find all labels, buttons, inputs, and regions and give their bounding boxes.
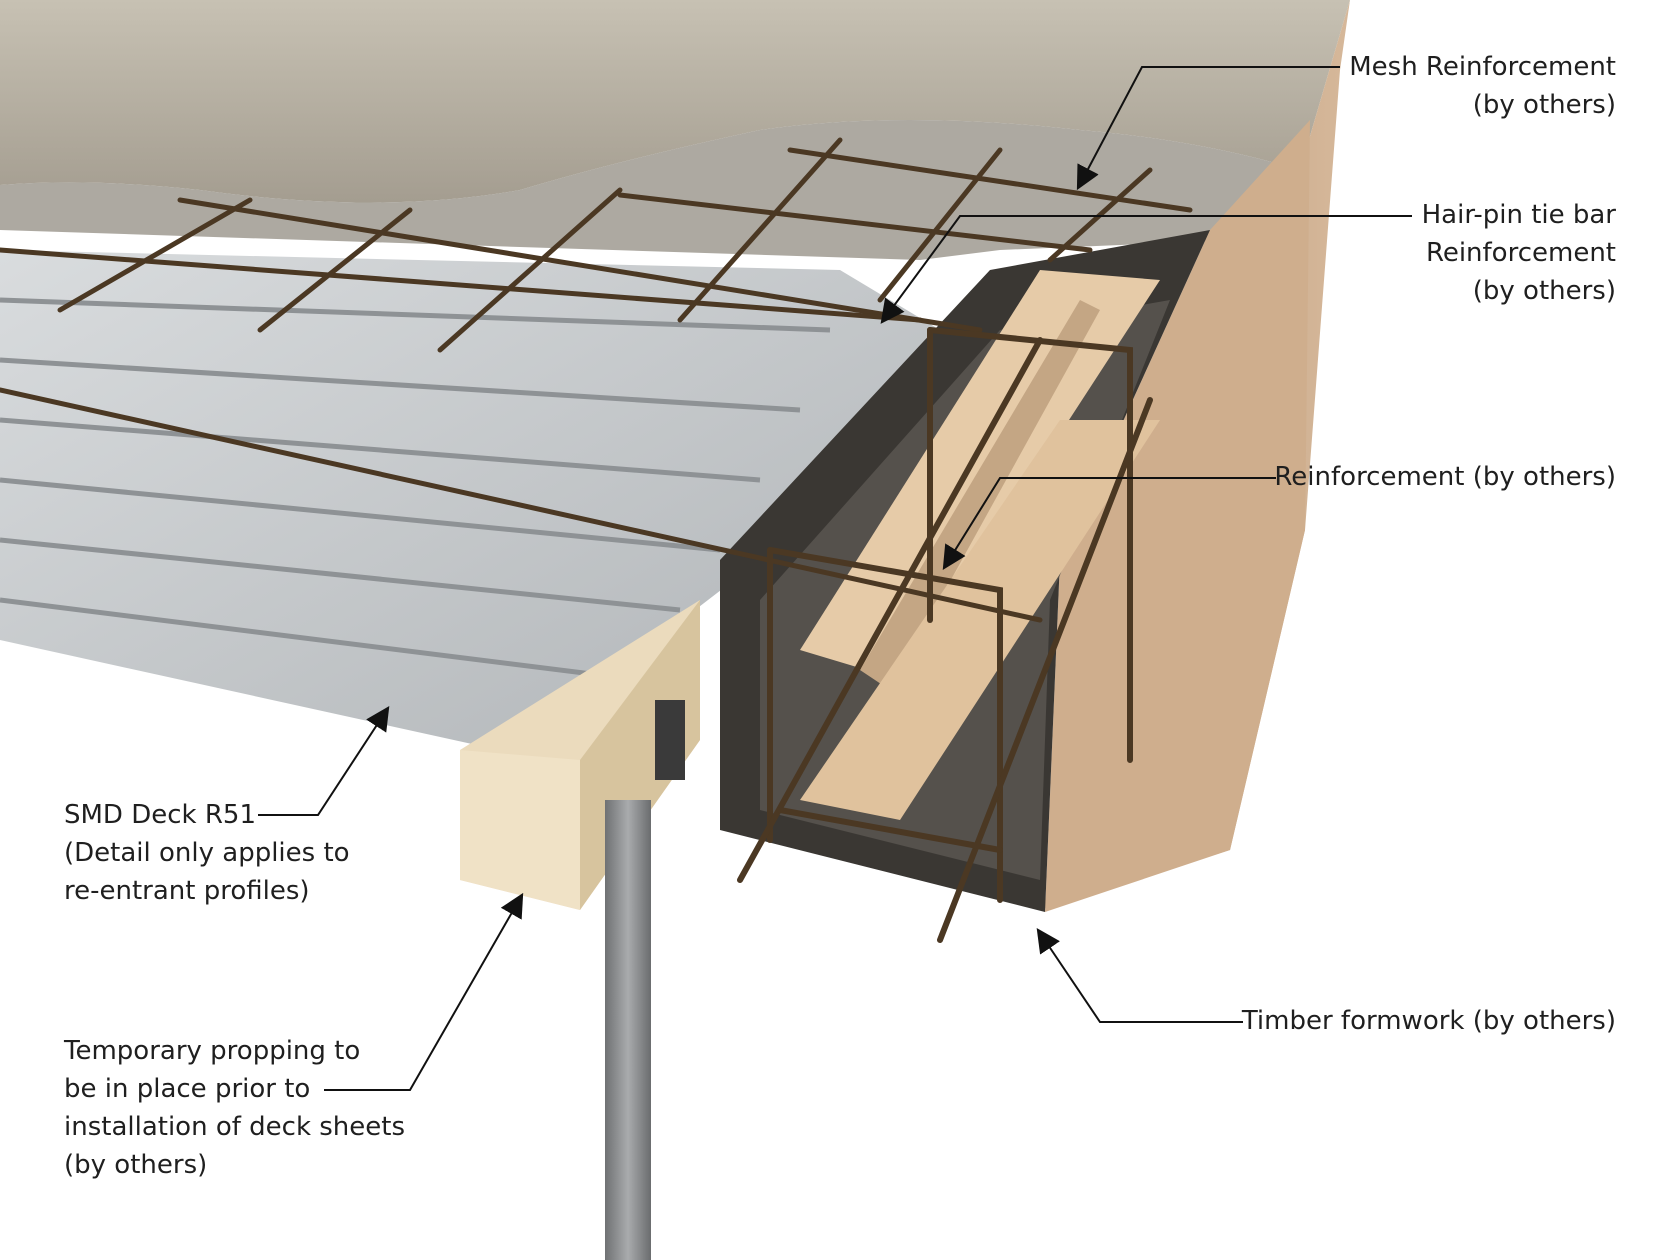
post-bracket [655,700,685,780]
callout-timber-formwork: Timber formwork (by others) [1242,1002,1616,1040]
callout-hairpin-tie-bar: Hair-pin tie bar Reinforcement (by other… [1422,196,1616,310]
timber-formwork-face [1045,120,1310,912]
callout-reinforcement: Reinforcement (by others) [1274,458,1616,496]
callout-line: Reinforcement (by others) [1274,462,1616,492]
callout-line: (by others) [1472,90,1616,120]
callout-line: re-entrant profiles) [64,876,310,906]
leader-deck [258,705,390,816]
concrete-slab-top [0,0,1350,203]
callout-line: SMD Deck R51 [64,800,257,830]
callout-line: (Detail only applies to [64,838,350,868]
callout-line: Timber formwork (by others) [1241,1006,1616,1036]
callout-line: Temporary propping to [64,1036,361,1066]
callout-line: (by others) [1472,276,1616,306]
propping-post [605,800,651,1260]
rebar-cage [737,327,1153,943]
callout-mesh-reinforcement: Mesh Reinforcement (by others) [1349,48,1616,124]
leader-lines [258,66,1412,1091]
leader-mesh [1076,66,1340,191]
callout-line: installation of deck sheets [64,1112,406,1142]
steel-deck-sheet [0,250,940,770]
leader-hairpin [880,215,1412,324]
leader-reinforcement [942,477,1276,571]
callout-line: (by others) [64,1150,208,1180]
leader-timber [1036,928,1243,1023]
callout-line: be in place prior to [64,1074,311,1104]
callout-line: Hair-pin tie bar [1421,200,1616,230]
callout-smd-deck: SMD Deck R51 (Detail only applies to re-… [64,796,350,910]
callout-line: Reinforcement [1425,238,1616,268]
leader-propping [324,892,524,1091]
mesh-reinforcement [0,137,1193,623]
callout-temporary-propping: Temporary propping to be in place prior … [64,1032,405,1184]
deck-ribs [0,297,831,683]
callout-line: Mesh Reinforcement [1349,52,1616,82]
